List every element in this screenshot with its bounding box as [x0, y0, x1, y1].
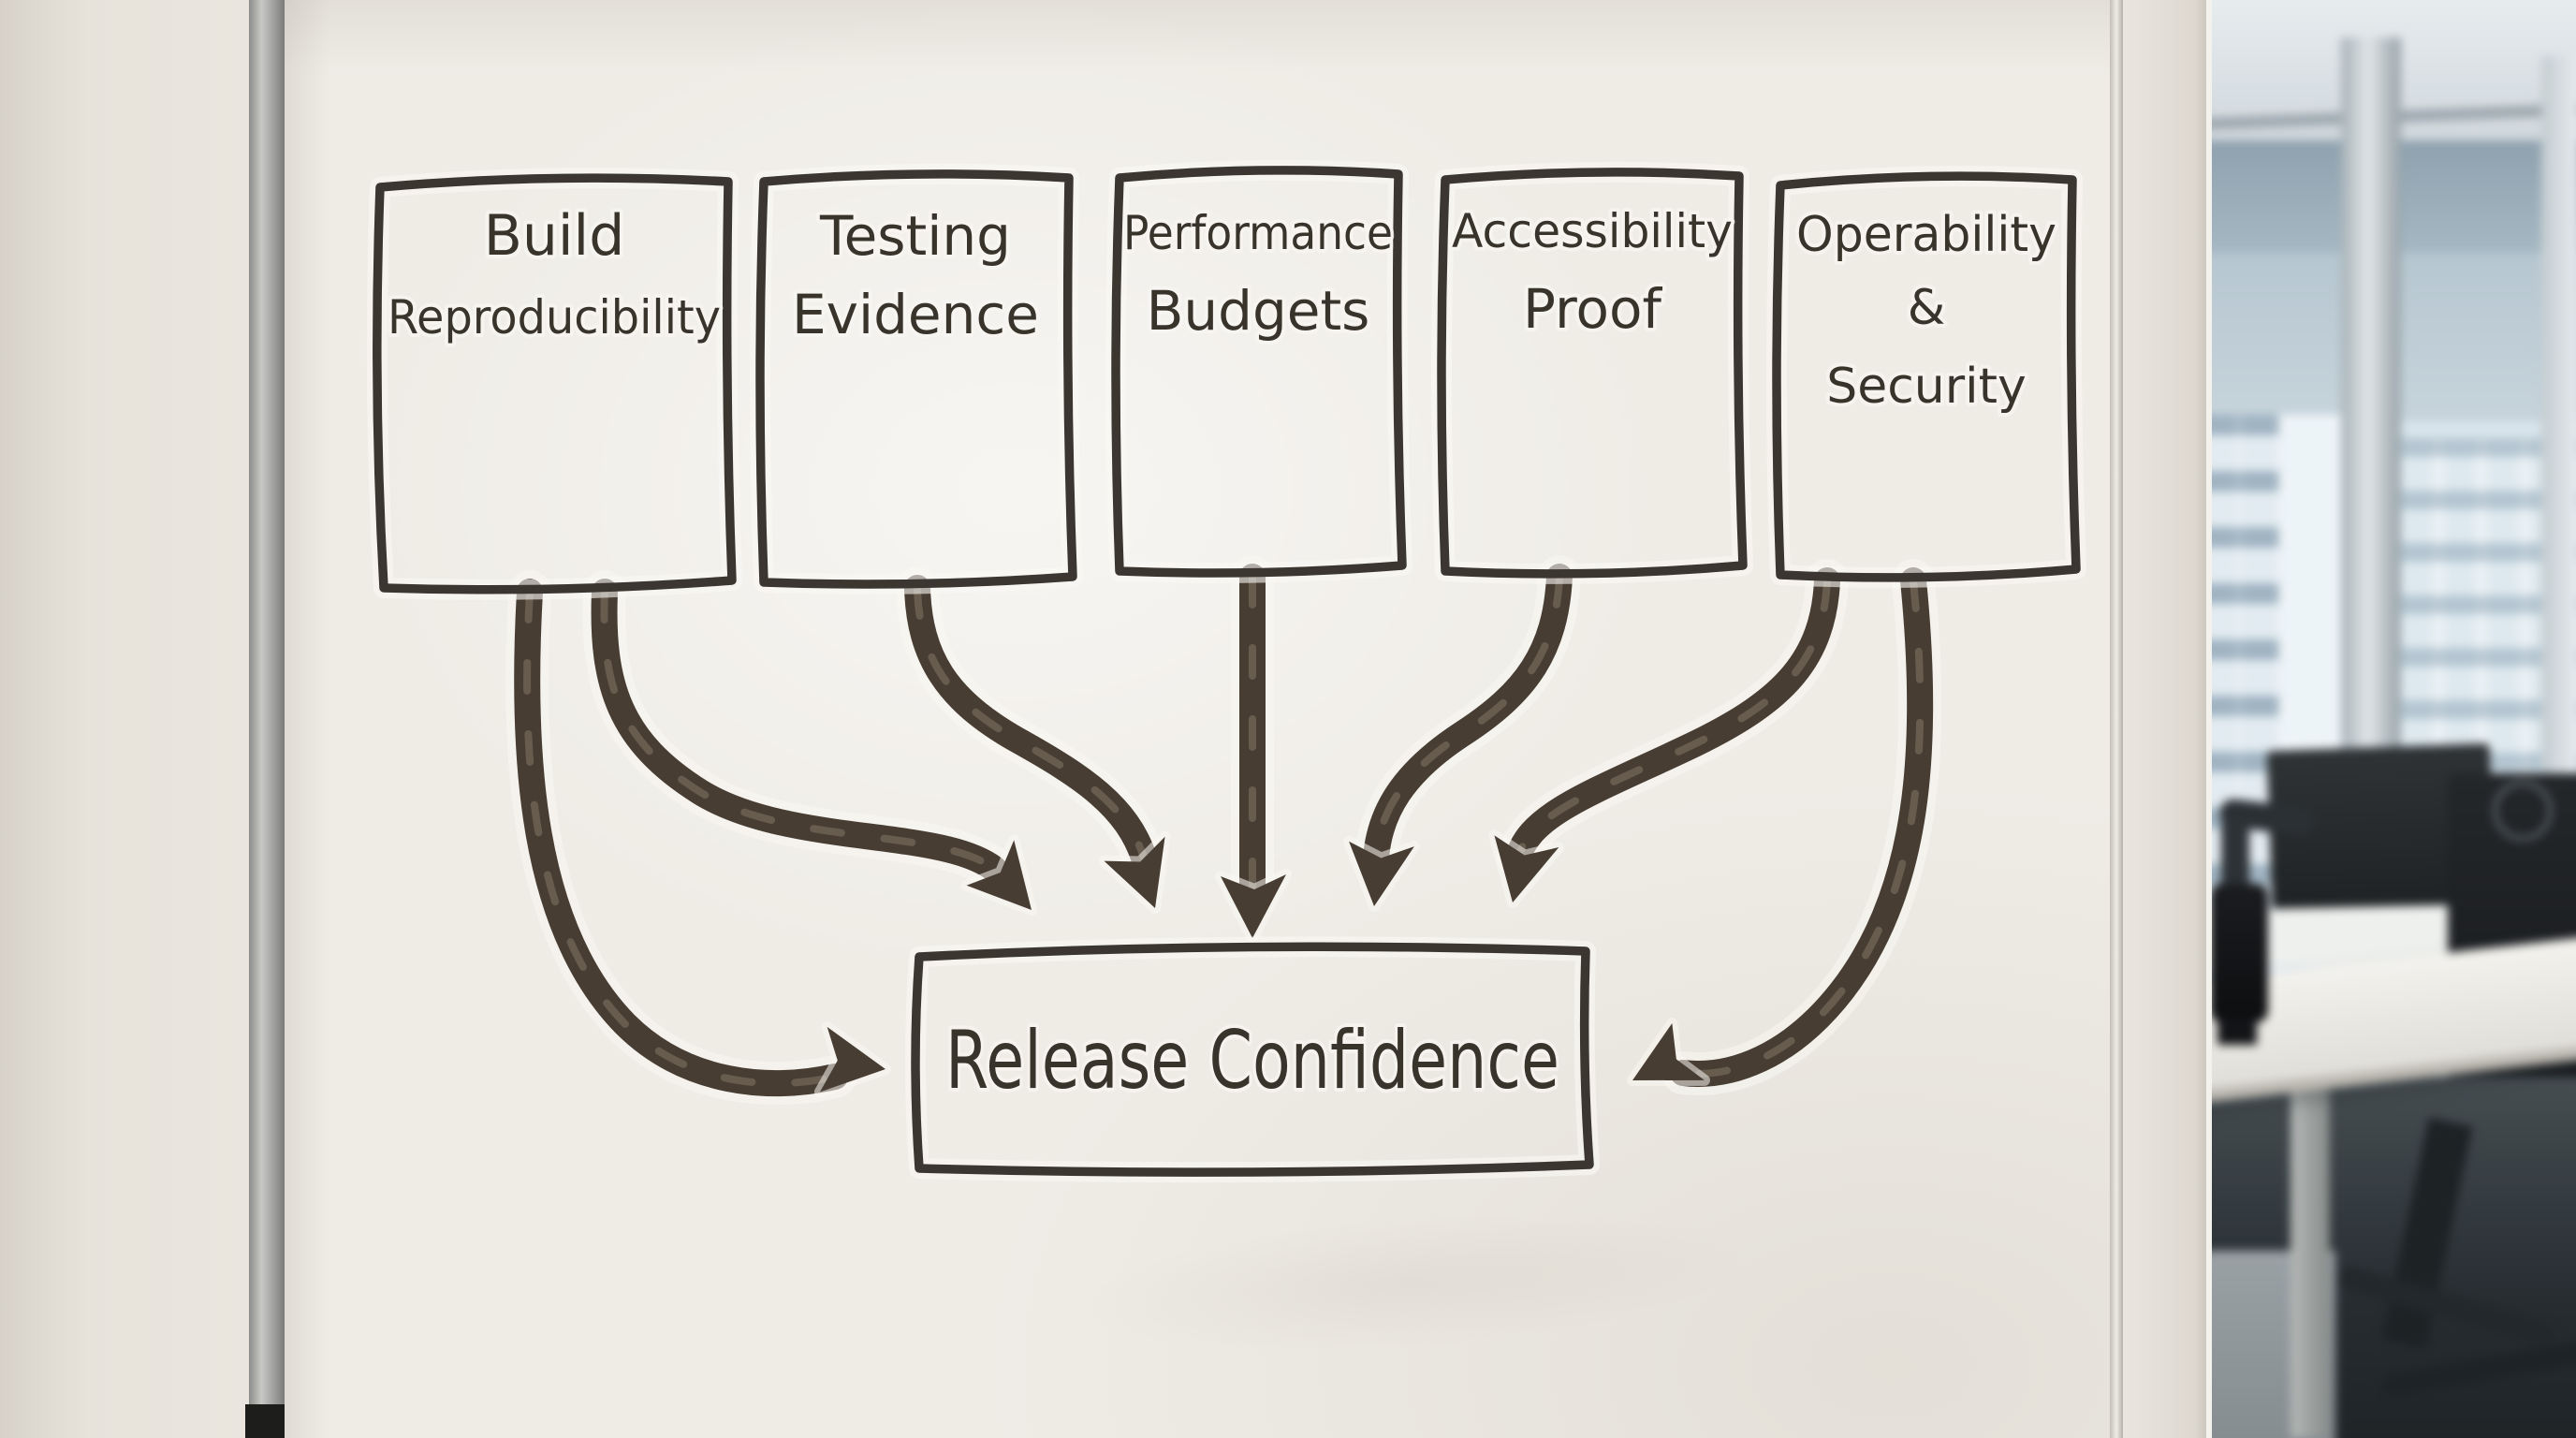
office-background: [2212, 0, 2576, 1438]
box-accessibility-proof: Accessibility Proof: [1442, 172, 1743, 574]
monitor-logo-ring: [2493, 781, 2553, 841]
box-release-confidence: Release Confidence: [915, 946, 1589, 1172]
speaker-clamp: [2217, 1019, 2257, 1045]
box-label-line: Budgets: [1147, 279, 1370, 343]
box-label-line: Reproducibility: [388, 290, 721, 345]
office-blur-layer: [2212, 0, 2576, 1438]
arrow-operability-right-sweep: [1617, 580, 1920, 1110]
arrow-head: [1104, 837, 1187, 919]
box-label-line: Evidence: [792, 283, 1039, 346]
desk-speaker: [2212, 884, 2268, 1022]
box-label-line: Build: [484, 203, 625, 269]
wall-corner-highlight: [2206, 0, 2212, 1438]
box-label-line: Operability: [1796, 207, 2056, 263]
arrow-performance: [1221, 577, 1286, 938]
box-label-line: Security: [1826, 359, 2027, 415]
target-box-label: Release Confidence: [945, 1014, 1559, 1108]
left-wall: [0, 0, 249, 1438]
arrow-build-inner: [605, 592, 1057, 932]
box-label-line: Performance: [1123, 206, 1393, 260]
box-label-line: Proof: [1523, 277, 1662, 341]
box-operability-security: Operability & Security: [1777, 176, 2076, 578]
rail-end-cap: [245, 1404, 288, 1438]
box-testing-evidence: Testing Evidence: [760, 174, 1073, 584]
arrow-head: [1617, 1022, 1705, 1110]
right-wall: [2123, 0, 2212, 1438]
box-label-line: &: [1908, 280, 1946, 336]
whiteboard-rail: [249, 0, 285, 1438]
desk-leg: [2291, 1067, 2330, 1438]
whiteboard-right-trim: [2110, 0, 2123, 1438]
whiteboard-surface: [285, 0, 2110, 1438]
box-label-line: Accessibility: [1452, 204, 1733, 258]
box-build-reproducibility: Build Reproducibility: [377, 178, 732, 590]
box-performance-budgets: Performance Budgets: [1116, 170, 1402, 573]
box-label-line: Testing: [819, 204, 1011, 268]
arrow-head: [1221, 874, 1286, 938]
